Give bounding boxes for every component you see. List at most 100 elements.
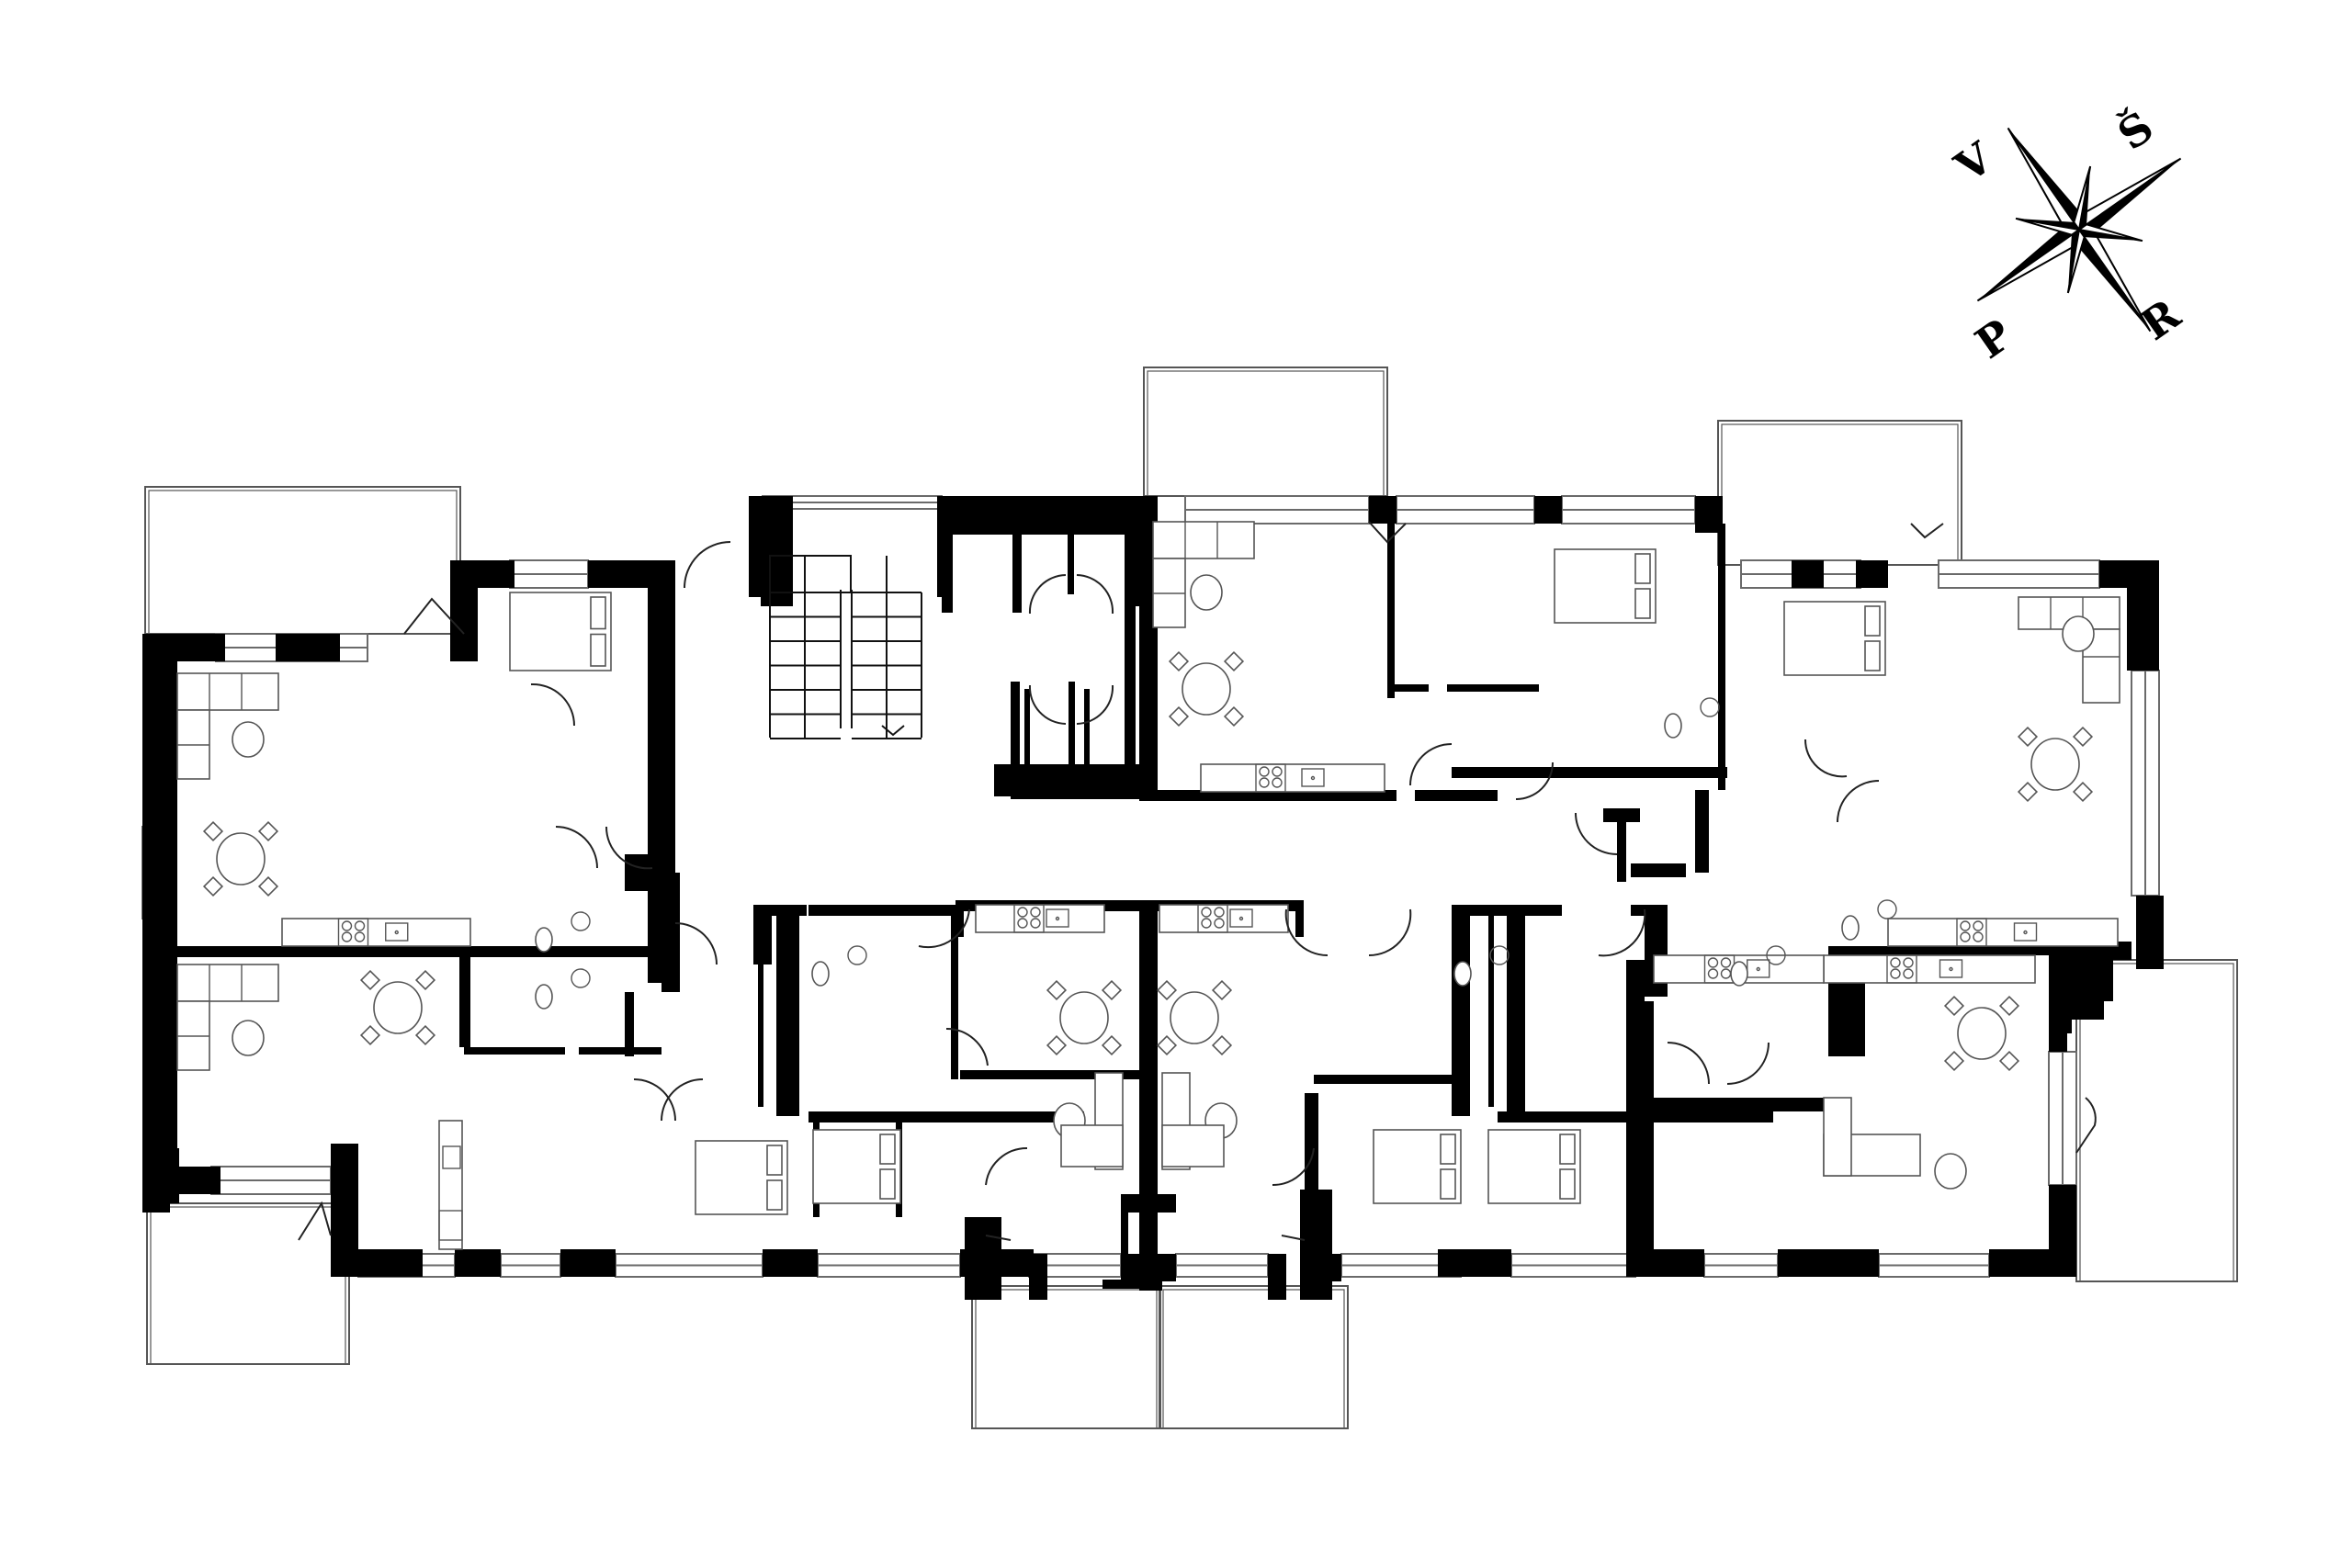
balcony bbox=[971, 1285, 1161, 1429]
wall bbox=[1856, 560, 1888, 588]
corner-sofa-icon bbox=[2018, 596, 2120, 704]
wall bbox=[776, 905, 799, 1116]
wall bbox=[1626, 960, 1645, 1084]
bathroom-fixtures-icon bbox=[1841, 899, 1897, 941]
compass-label-west: P bbox=[1966, 310, 2020, 368]
wall bbox=[758, 905, 763, 1107]
stair-down-arrow-icon bbox=[881, 725, 905, 737]
wall bbox=[1534, 496, 1562, 524]
wall bbox=[1139, 900, 1158, 1286]
coffee-table-icon bbox=[232, 721, 265, 758]
wall bbox=[1415, 790, 1498, 801]
corner-sofa-icon bbox=[1060, 1072, 1921, 1177]
wall bbox=[1847, 946, 2104, 955]
wall bbox=[142, 960, 170, 969]
wall bbox=[1314, 1254, 1341, 1281]
kitchen-counter-icon bbox=[281, 918, 471, 947]
wall bbox=[1102, 1280, 1148, 1289]
door-swing bbox=[1368, 908, 1412, 957]
bathroom-fixtures-icon bbox=[811, 945, 867, 987]
dining-table-icon bbox=[1156, 979, 1233, 1056]
balcony bbox=[1159, 1285, 1349, 1429]
wall bbox=[142, 634, 225, 661]
door-swing bbox=[298, 1201, 332, 1241]
balcony bbox=[146, 1202, 350, 1365]
kitchen-counter-icon bbox=[1887, 918, 2119, 947]
wall bbox=[450, 560, 478, 661]
wall bbox=[455, 1249, 501, 1277]
wall bbox=[1534, 905, 1553, 916]
wall bbox=[1305, 1093, 1318, 1286]
wall bbox=[142, 946, 657, 957]
furniture bbox=[176, 521, 2120, 1250]
kitchen-counter-icon bbox=[1159, 904, 1289, 933]
wall bbox=[175, 1167, 220, 1194]
wall bbox=[1139, 1268, 1148, 1291]
door-swing bbox=[1837, 780, 1880, 823]
wall bbox=[1268, 1254, 1286, 1300]
wall bbox=[2049, 1185, 2076, 1277]
wall bbox=[1617, 808, 1626, 882]
bathroom-fixtures-icon bbox=[1453, 945, 1510, 987]
wall bbox=[1148, 1192, 1158, 1266]
door-swing bbox=[1726, 1042, 1770, 1085]
balcony bbox=[1143, 367, 1388, 497]
door-swing bbox=[1409, 743, 1453, 786]
double-bed-icon bbox=[509, 592, 612, 671]
wall bbox=[1084, 689, 1090, 781]
balcony bbox=[1717, 420, 1962, 566]
double-bed-icon bbox=[812, 1129, 901, 1204]
wall bbox=[579, 1047, 662, 1055]
wall bbox=[459, 946, 465, 1047]
wall bbox=[2136, 896, 2164, 969]
door-swing bbox=[918, 908, 970, 949]
coffee-table-icon bbox=[1934, 1153, 1967, 1190]
wall bbox=[808, 1111, 1084, 1122]
wall bbox=[1139, 790, 1396, 801]
kitchen-counter-icon bbox=[975, 904, 1105, 933]
dining-table-icon bbox=[1943, 995, 2020, 1072]
wall bbox=[763, 1249, 818, 1277]
wall bbox=[2127, 560, 2159, 671]
wall bbox=[2053, 960, 2072, 1033]
corner-sofa-icon bbox=[176, 964, 279, 1071]
door-swing bbox=[1667, 1042, 1710, 1085]
door-swing bbox=[1575, 812, 1618, 855]
structural-walls bbox=[142, 496, 2164, 1300]
compass-star-icon bbox=[1976, 127, 2182, 333]
dining-table-icon bbox=[1046, 979, 1123, 1056]
wall bbox=[560, 1249, 616, 1277]
wall bbox=[960, 1070, 1158, 1079]
dining-table-icon bbox=[2017, 726, 2094, 803]
door-swing bbox=[985, 1146, 1028, 1186]
door-swing bbox=[1272, 1147, 1315, 1187]
door-swing bbox=[945, 1027, 989, 1066]
wall bbox=[147, 1148, 179, 1203]
door-swing bbox=[555, 826, 598, 869]
wall bbox=[1029, 1254, 1047, 1300]
wall bbox=[1778, 1249, 1879, 1277]
wall bbox=[2049, 1033, 2067, 1052]
door-swing bbox=[684, 541, 731, 589]
wall bbox=[1121, 1194, 1128, 1286]
wall bbox=[1695, 790, 1709, 873]
wall bbox=[951, 905, 958, 1079]
bathroom-fixtures-icon bbox=[535, 968, 591, 1010]
wall bbox=[1792, 560, 1824, 588]
compass-label-east: V bbox=[1946, 132, 2003, 193]
corner-sofa-icon bbox=[176, 672, 279, 780]
door-swing bbox=[661, 1078, 704, 1122]
bathroom-fixtures-icon bbox=[1664, 697, 1720, 739]
kitchen-counter-icon bbox=[1823, 954, 2036, 984]
corner-sofa-icon bbox=[1152, 521, 1255, 628]
compass-rose: V Š R P bbox=[1946, 101, 2190, 368]
wall bbox=[1507, 905, 1525, 1116]
wall bbox=[331, 1249, 423, 1277]
dining-table-icon bbox=[1168, 650, 1245, 728]
wall bbox=[1387, 514, 1395, 698]
door-swing bbox=[530, 682, 576, 727]
wall bbox=[808, 905, 951, 916]
door-swing bbox=[1515, 761, 1554, 800]
double-bed-icon bbox=[1487, 1129, 1581, 1204]
